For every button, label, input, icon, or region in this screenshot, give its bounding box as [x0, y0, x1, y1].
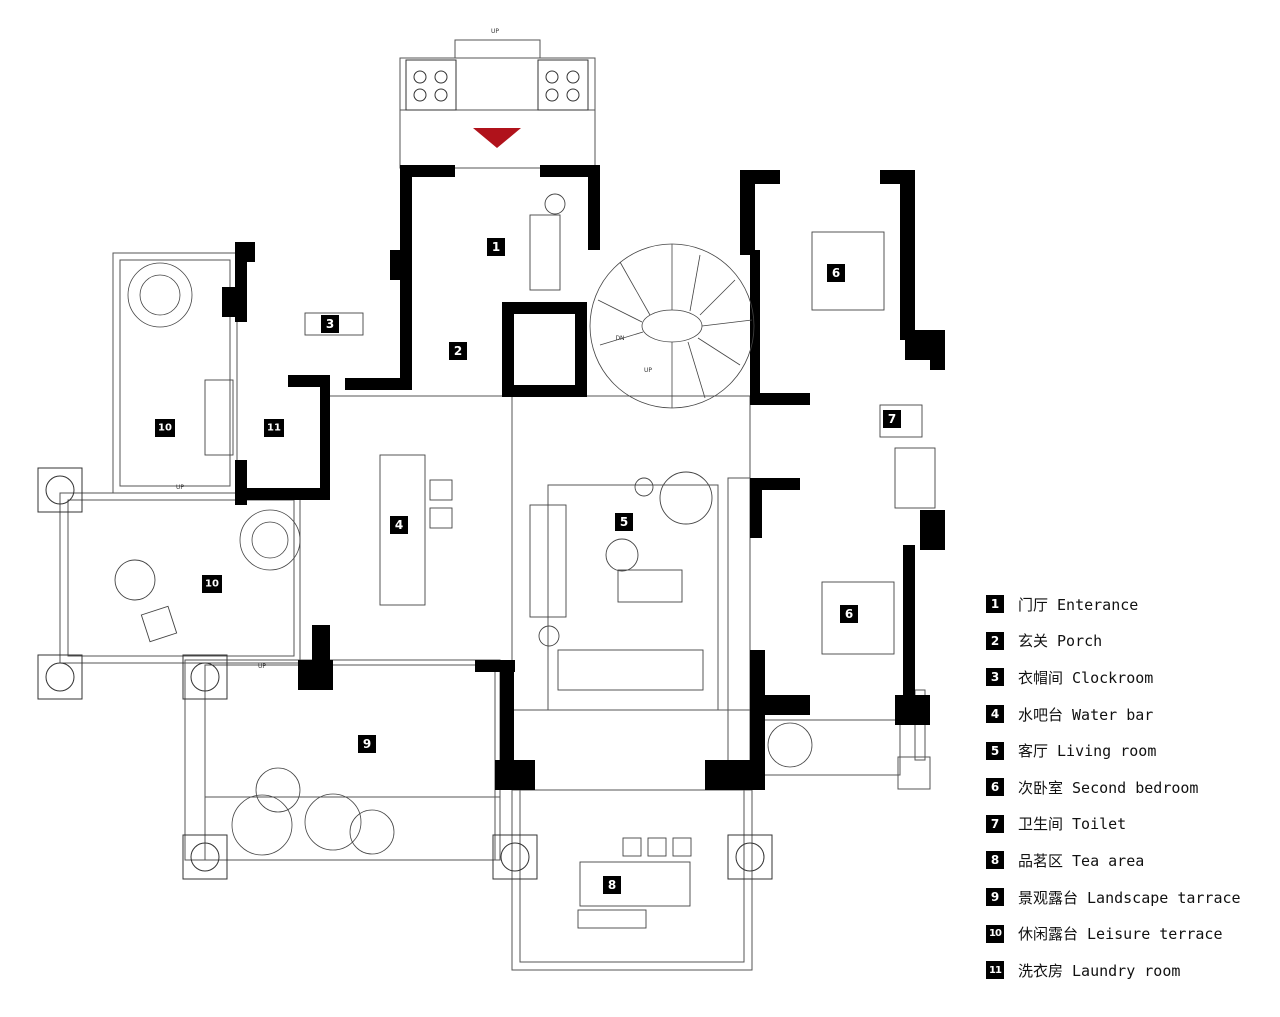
svg-text:3: 3 [326, 317, 334, 331]
room-tag-entrance: 1 [487, 238, 505, 256]
legend-label: 客厅 Living room [1018, 742, 1157, 761]
legend-item: 5 客厅 Living room [986, 732, 1276, 769]
columns [37, 59, 773, 880]
svg-text:9: 9 [363, 737, 371, 751]
legend: 1 门厅 Enterance 2 玄关 Porch 3 衣帽间 Clockroom 4… [986, 586, 1276, 989]
legend-number: 6 [986, 778, 1004, 797]
svg-text:4: 4 [395, 518, 403, 532]
furniture [114, 193, 936, 929]
legend-number: 2 [986, 631, 1004, 650]
legend-number: 4 [986, 705, 1004, 724]
room-tags: 1 2 3 4 5 6 6 7 8 9 10 10 11 [155, 238, 901, 894]
legend-number: 5 [986, 741, 1004, 760]
room-tag-porch: 2 [449, 342, 467, 360]
plan-thin-lines [59, 39, 931, 971]
room-tag-living-room: 5 [615, 513, 633, 531]
legend-item: 7 卫生间 Toilet [986, 806, 1276, 843]
room-tag-cloakroom: 3 [321, 315, 339, 333]
legend-number: 10 [986, 924, 1004, 943]
room-tag-bedroom-a: 6 [827, 264, 845, 282]
room-tag-landscape-terrace: 9 [358, 735, 376, 753]
legend-number: 3 [986, 668, 1004, 687]
legend-item: 6 次卧室 Second bedroom [986, 769, 1276, 806]
legend-label: 景观露台 Landscape tarrace [1018, 888, 1241, 907]
legend-label: 衣帽间 Clockroom [1018, 668, 1154, 687]
legend-item: 1 门厅 Enterance [986, 586, 1276, 623]
legend-label: 门厅 Enterance [1018, 595, 1139, 614]
legend-item: 9 景观露台 Landscape tarrace [986, 879, 1276, 916]
plan-walls [222, 165, 945, 790]
room-tag-water-bar: 4 [390, 516, 408, 534]
svg-text:10: 10 [158, 423, 172, 434]
stair-up-label: UP [644, 367, 652, 374]
svg-text:6: 6 [832, 266, 840, 280]
svg-text:11: 11 [267, 423, 281, 434]
entry-marker [473, 128, 521, 148]
legend-number: 7 [986, 814, 1004, 833]
legend-label: 休闲露台 Leisure terrace [1018, 925, 1223, 944]
legend-number: 1 [986, 595, 1004, 614]
porch-up-label: UP [491, 28, 499, 35]
legend-number: 9 [986, 888, 1004, 907]
legend-label: 洗衣房 Laundry room [1018, 961, 1181, 980]
room-tag-tea-area: 8 [603, 876, 621, 894]
svg-text:6: 6 [845, 607, 853, 621]
room-tag-leisure-terrace-a: 10 [155, 419, 175, 437]
legend-item: 3 衣帽间 Clockroom [986, 659, 1276, 696]
spiral-stair [589, 243, 755, 409]
legend-item: 10 休闲露台 Leisure terrace [986, 915, 1276, 952]
legend-item: 11 洗衣房 Laundry room [986, 952, 1276, 989]
svg-text:1: 1 [492, 240, 500, 254]
room-tag-toilet: 7 [883, 410, 901, 428]
trees [127, 262, 813, 856]
legend-label: 品茗区 Tea area [1018, 851, 1145, 870]
legend-item: 4 水吧台 Water bar [986, 696, 1276, 733]
svg-text:8: 8 [608, 878, 616, 892]
legend-number: 8 [986, 851, 1004, 870]
legend-number: 11 [986, 961, 1004, 980]
svg-text:2: 2 [454, 344, 462, 358]
terrace-up-label-a: UP [176, 484, 184, 491]
column-stoves [413, 70, 580, 102]
legend-item: 2 玄关 Porch [986, 623, 1276, 660]
room-tag-bedroom-b: 6 [840, 605, 858, 623]
legend-item: 8 品茗区 Tea area [986, 842, 1276, 879]
legend-label: 次卧室 Second bedroom [1018, 778, 1199, 797]
legend-label: 卫生间 Toilet [1018, 815, 1127, 834]
svg-text:7: 7 [888, 412, 896, 426]
terrace-up-label-b: UP [258, 663, 266, 670]
svg-text:5: 5 [620, 515, 628, 529]
legend-label: 玄关 Porch [1018, 632, 1103, 651]
stair-down-label: DN [615, 335, 624, 342]
svg-text:10: 10 [205, 579, 219, 590]
room-tag-leisure-terrace-b: 10 [202, 575, 222, 593]
legend-label: 水吧台 Water bar [1018, 705, 1154, 724]
room-tag-laundry: 11 [264, 419, 284, 437]
